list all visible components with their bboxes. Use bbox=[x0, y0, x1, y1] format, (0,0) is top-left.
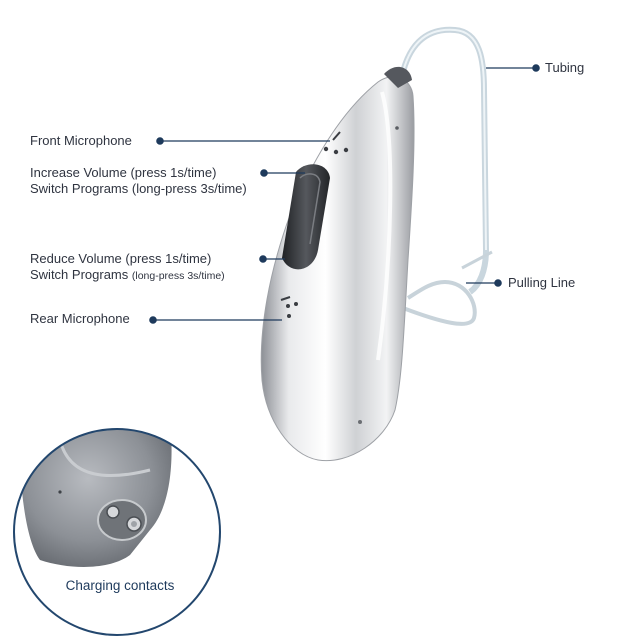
increase-volume-label: Increase Volume (press 1s/time) Switch P… bbox=[30, 165, 247, 197]
front-microphone-ports bbox=[323, 131, 349, 155]
volume-rocker-button[interactable] bbox=[282, 164, 330, 270]
charging-contacts-label: Charging contacts bbox=[65, 578, 175, 593]
switch-programs-line: Switch Programs (long-press 3s/time) bbox=[30, 181, 247, 196]
leader-dot-increase-volume bbox=[260, 169, 268, 177]
tubing-highlight bbox=[401, 28, 487, 251]
reduce-volume-label: Reduce Volume (press 1s/time) Switch Pro… bbox=[30, 251, 225, 284]
body-top-cap bbox=[384, 66, 412, 88]
leader-dot-tubing bbox=[532, 64, 540, 72]
leader-dot-pulling-line bbox=[494, 279, 502, 287]
reduce-volume-line: Reduce Volume (press 1s/time) bbox=[30, 251, 212, 266]
tubing bbox=[399, 26, 490, 295]
switch-programs-line-2: Switch Programs (long-press 3s/time) bbox=[30, 267, 225, 284]
switch-programs-note: (long-press 3s/time) bbox=[131, 270, 225, 282]
leader-dot-front-microphone bbox=[156, 137, 164, 145]
leader-dot-rear-microphone bbox=[149, 316, 157, 324]
pulling-line-label: Pulling Line bbox=[508, 275, 576, 290]
rear-microphone-ports bbox=[280, 296, 298, 318]
switch-programs-main: Switch Programs bbox=[30, 267, 132, 282]
tubing-label: Tubing bbox=[545, 60, 585, 75]
leader-dot-reduce-volume bbox=[259, 255, 267, 263]
rear-microphone-label: Rear Microphone bbox=[30, 311, 130, 326]
body-highlight bbox=[376, 91, 393, 361]
increase-volume-line: Increase Volume (press 1s/time) bbox=[30, 165, 217, 180]
pulling-line-tip bbox=[461, 250, 493, 270]
front-microphone-label: Front Microphone bbox=[30, 133, 132, 148]
charging-contacts-inset bbox=[13, 428, 221, 636]
pulling-line bbox=[402, 279, 477, 326]
charging-contact-pads bbox=[97, 499, 147, 541]
